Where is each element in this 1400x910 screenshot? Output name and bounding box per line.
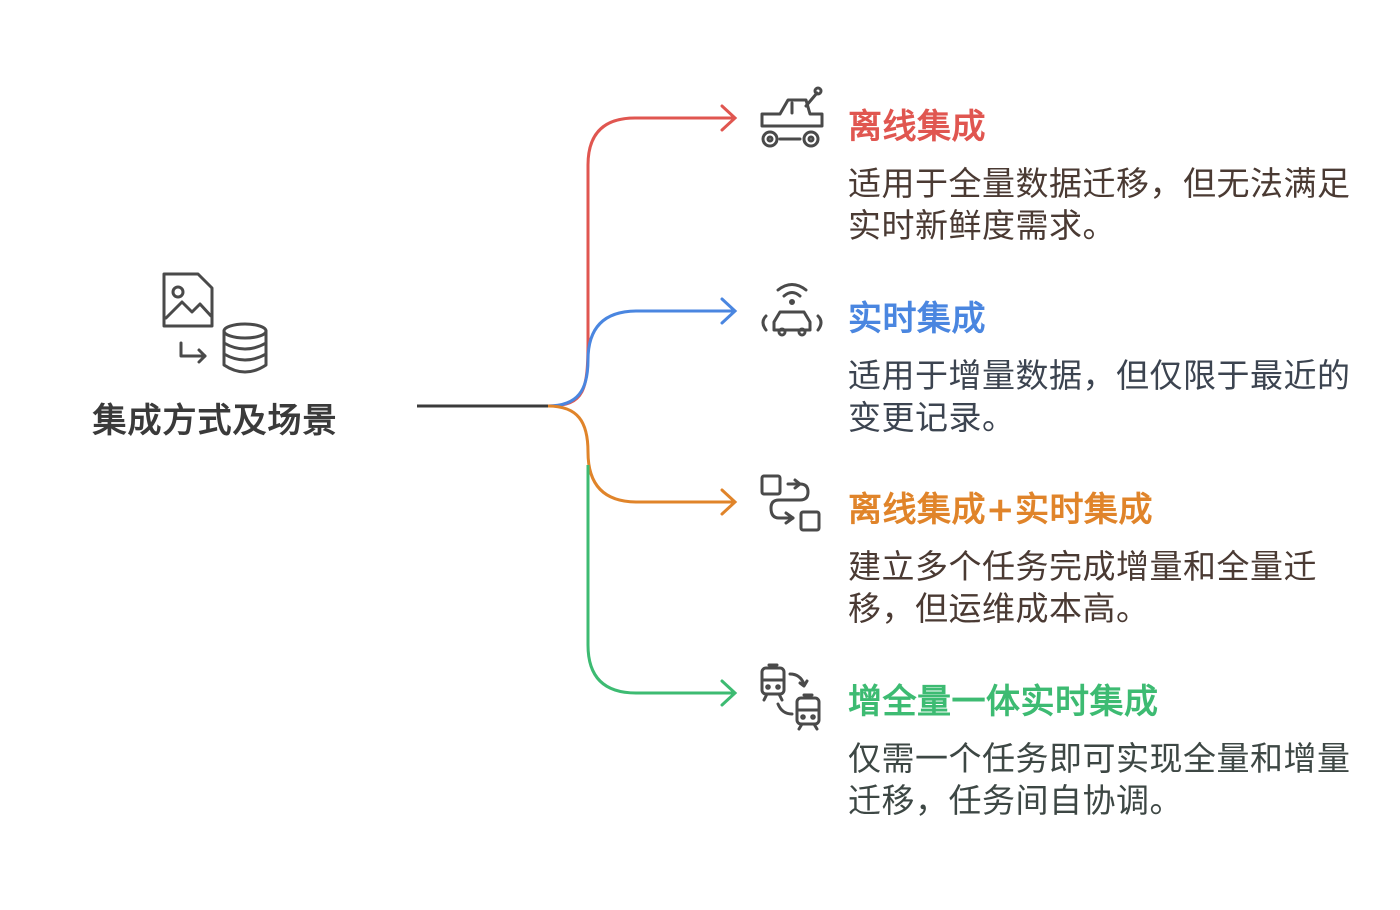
arrowhead-hybrid (720, 488, 738, 516)
branch-title: 离线集成+实时集成 (848, 490, 1153, 530)
branch-title: 增全量一体实时集成 (848, 682, 1159, 722)
branch-title: 实时集成 (848, 299, 986, 339)
connector-hybrid (547, 404, 733, 504)
branch-description: 建立多个任务完成增量和全量迁移，但运维成本高。 (848, 547, 1317, 628)
branch-description: 仅需一个任务即可实现全量和增量迁移，任务间自协调。 (848, 739, 1351, 820)
arrowhead-offline (720, 104, 738, 132)
image-to-database-icon (162, 272, 268, 374)
train-sync-icon (760, 663, 821, 731)
connector-offline (547, 116, 733, 408)
swap-boxes-icon (760, 474, 821, 532)
connector-realtime (547, 309, 733, 408)
offroad-truck-icon (760, 86, 824, 148)
root-title: 集成方式及场景 (92, 401, 338, 441)
arrowhead-realtime (720, 297, 738, 325)
connected-car-icon (761, 283, 823, 337)
connector-unified (586, 465, 733, 695)
branch-title: 离线集成 (848, 107, 986, 147)
arrowhead-unified (720, 679, 738, 707)
branch-description: 适用于增量数据，但仅限于最近的变更记录。 (848, 356, 1351, 437)
branch-description: 适用于全量数据迁移，但无法满足实时新鲜度需求。 (848, 164, 1351, 245)
